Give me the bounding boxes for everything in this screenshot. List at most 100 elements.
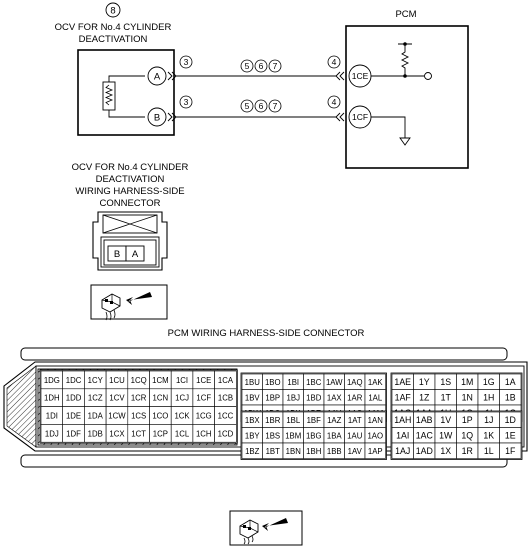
- pcm-pin-label: 1BI: [287, 378, 299, 387]
- pcm-pin-label: 1BA: [327, 431, 343, 440]
- pcm-pin-label: 1Q: [461, 430, 473, 440]
- pcm-pin-label: 1BR: [265, 416, 281, 425]
- pcm-pin-label: 1BP: [265, 393, 280, 402]
- ocv-connector-face: B A: [92, 211, 168, 271]
- ocv-connector-title-4: CONNECTOR: [99, 198, 160, 209]
- wire-b-mark-6: 6: [259, 101, 264, 111]
- ocv-box: [77, 49, 175, 136]
- pcm-pin-label: 1CG: [196, 412, 212, 421]
- pcm-pin-label: 1M: [461, 377, 473, 387]
- pcm-pin-label: 1CF: [196, 394, 211, 403]
- pcm-label: PCM: [395, 9, 416, 20]
- pcm-pin-label: 1DB: [88, 429, 103, 438]
- pcm-pin-label: 1CN: [153, 394, 169, 403]
- pcm-pin-label: 1AK: [368, 378, 384, 387]
- pcm-pin-label: 1AP: [368, 447, 383, 456]
- pcm-pin-label: 1CQ: [131, 376, 147, 385]
- ocv-connector-title-3: WIRING HARNESS-SIDE: [75, 186, 184, 197]
- pcm-pin-label: 1B: [505, 392, 516, 402]
- pcm-pin-label: 1BM: [285, 431, 301, 440]
- pcm-connector-title: PCM WIRING HARNESS-SIDE CONNECTOR: [168, 328, 365, 339]
- pcm-pin-label: 1CT: [131, 429, 146, 438]
- pcm-pin-label: 1AR: [347, 393, 363, 402]
- ocv-connector-title-1: OCV FOR No.4 CYLINDER: [72, 162, 189, 173]
- pcm-pin-cell: [364, 442, 386, 459]
- pcm-pin-label: 1AE: [394, 377, 411, 387]
- wire-b-mark-3: 3: [184, 97, 189, 107]
- pcm-pin-label: 1AD: [416, 446, 433, 456]
- pcm-pin-label: 1CS: [131, 412, 146, 421]
- pcm-pin-label: 1CO: [152, 412, 168, 421]
- pcm-pin-label: 1AU: [347, 431, 363, 440]
- pcm-box: [345, 25, 469, 169]
- pcm-pin-label: 1CP: [153, 429, 168, 438]
- pcm-pin-label: 1CY: [88, 376, 104, 385]
- pcm-pin-label: 1J: [484, 415, 493, 425]
- pcm-pin-label: 1BB: [327, 447, 342, 456]
- pcm-pin-label: 1BX: [245, 416, 261, 425]
- pcm-pin-label: 1BY: [245, 431, 261, 440]
- pcm-pin-label: 1AW: [326, 378, 343, 387]
- pcm-pin-label: 1CW: [108, 412, 126, 421]
- pcm-pin-label: 1BT: [266, 447, 281, 456]
- ocv-pin-a-label: A: [132, 249, 139, 260]
- pcm-pin-label: 1DI: [46, 412, 58, 421]
- pcm-pin-label: 1CC: [218, 412, 234, 421]
- pcm-pin-label: 1AX: [327, 393, 343, 402]
- pcm-terminal-1ce-label: 1CE: [352, 71, 369, 81]
- pcm-pin-label: 1DC: [66, 376, 82, 385]
- view-direction-icon-bottom: [229, 510, 303, 546]
- terminal-a-label: A: [154, 72, 161, 83]
- pcm-pin-label: 1P: [462, 415, 473, 425]
- circle-8-marker: [105, 2, 121, 18]
- pcm-pin-label: 1H: [483, 392, 494, 402]
- pcm-pin-label: 1CB: [218, 394, 233, 403]
- pcm-pin-label: 1DE: [66, 412, 81, 421]
- wire-a-mark-4: 4: [332, 57, 337, 67]
- pcm-pin-label: 1A: [505, 377, 516, 387]
- pcm-pin-label: 1BU: [245, 378, 261, 387]
- pcm-terminal-1cf-label: 1CF: [352, 112, 368, 122]
- pcm-pin-label: 1CH: [196, 429, 212, 438]
- terminal-b: [147, 107, 167, 127]
- pcm-pin-label: 1CI: [176, 376, 188, 385]
- pcm-pin-label: 1BJ: [287, 393, 301, 402]
- pcm-pin-label: 1BN: [286, 447, 301, 456]
- pcm-pin-label: 1AL: [368, 393, 383, 402]
- pcm-pin-label: 1N: [462, 392, 473, 402]
- pcm-pin-label: 1CM: [152, 376, 168, 385]
- circle-8-label: 8: [110, 6, 115, 17]
- ocv-label-line2: DEACTIVATION: [79, 34, 148, 45]
- pcm-pin-label: 1AF: [395, 392, 412, 402]
- pcm-pin-label: 1AQ: [347, 378, 363, 387]
- pcm-pin-label: 1CL: [175, 429, 190, 438]
- pcm-pin-label: 1CJ: [175, 394, 189, 403]
- pcm-pin-label: 1CE: [196, 376, 211, 385]
- pcm-pin-label: 1F: [505, 446, 516, 456]
- pcm-pin-label: 1DG: [44, 376, 60, 385]
- pcm-pin-label: 1DH: [44, 394, 60, 403]
- ocv-label-line1: OCV FOR No.4 CYLINDER: [55, 22, 172, 33]
- pcm-pin-label: 1CV: [109, 394, 125, 403]
- pcm-pin-cell: [499, 442, 522, 459]
- pcm-pin-label: 1BL: [286, 416, 301, 425]
- wire-a-mark-7: 7: [273, 61, 278, 71]
- pcm-pin-label: 1BC: [306, 378, 322, 387]
- pcm-pin-label: 1S: [440, 377, 451, 387]
- pcm-pin-label: 1AV: [348, 447, 363, 456]
- wire-a-mark-6: 6: [259, 61, 264, 71]
- pcm-pin-label: 1X: [440, 446, 451, 456]
- circuit-diagram: 8 OCV FOR No.4 CYLINDER DEACTIVATION A B…: [55, 2, 469, 169]
- pcm-pin-label: 1AZ: [327, 416, 342, 425]
- pcm-pin-label: 1D: [505, 415, 516, 425]
- pcm-pin-label: 1BD: [306, 393, 322, 402]
- wire-a-marks-mid: 5 6 7: [240, 59, 282, 73]
- pcm-pin-label: 1AC: [416, 430, 434, 440]
- wire-b-mark-4: 4: [332, 97, 337, 107]
- pcm-connector-section: PCM WIRING HARNESS-SIDE CONNECTOR 1DG 1DC…: [3, 328, 528, 468]
- pcm-pin-label: 1R: [462, 446, 473, 456]
- pcm-pin-label: 1BZ: [245, 447, 260, 456]
- pcm-pin-label: 1DF: [66, 429, 81, 438]
- wire-b-marks-mid: 5 6 7: [240, 99, 282, 113]
